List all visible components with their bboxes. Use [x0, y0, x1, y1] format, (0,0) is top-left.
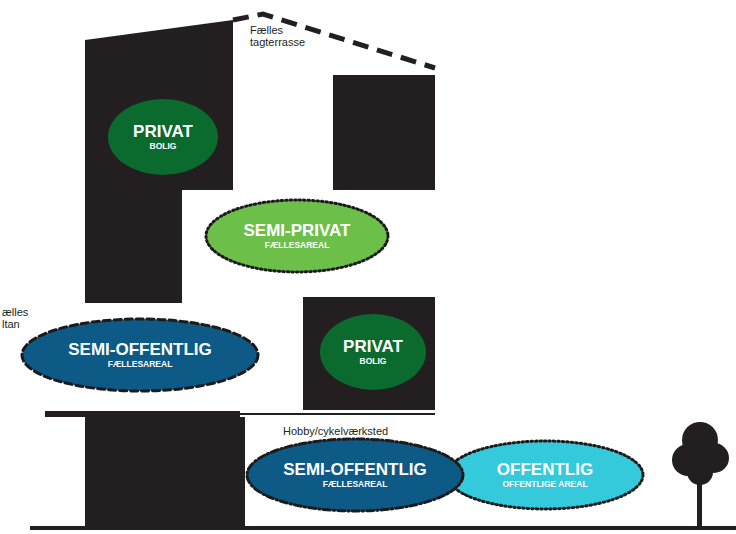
area-label: Hobby/cykelværksted — [283, 425, 443, 437]
zone-title: OFFENTLIG — [497, 460, 593, 479]
private-zone: PRIVATBOLIG — [318, 312, 428, 392]
area-label: ælles ltan — [2, 306, 36, 330]
zone-subtitle: OFFENTLIGE AREAL — [502, 479, 587, 490]
zone-subtitle: FÆLLESAREAL — [265, 240, 330, 251]
public-zone: OFFENTLIGOFFENTLIGE AREAL — [445, 439, 645, 511]
zone-title: PRIVAT — [133, 122, 193, 141]
zone-title: SEMI-OFFENTLIG — [283, 460, 427, 479]
zone-subtitle: BOLIG — [360, 356, 387, 367]
zone-title: PRIVAT — [343, 337, 403, 356]
semi-public-zone: SEMI-OFFENTLIGFÆLLESAREAL — [20, 317, 260, 393]
zone-title: SEMI-OFFENTLIG — [68, 340, 212, 359]
zone-title: SEMI-PRIVAT — [243, 221, 350, 240]
zone-subtitle: FÆLLESAREAL — [108, 359, 173, 370]
semi-public-zone: SEMI-OFFENTLIGFÆLLESAREAL — [245, 437, 465, 513]
private-zone: PRIVATBOLIG — [106, 97, 220, 177]
zone-subtitle: FÆLLESAREAL — [323, 479, 388, 490]
zone-subtitle: BOLIG — [150, 141, 177, 152]
area-label: Fælles tagterrasse — [250, 24, 340, 48]
semi-private-zone: SEMI-PRIVATFÆLLESAREAL — [204, 198, 390, 274]
